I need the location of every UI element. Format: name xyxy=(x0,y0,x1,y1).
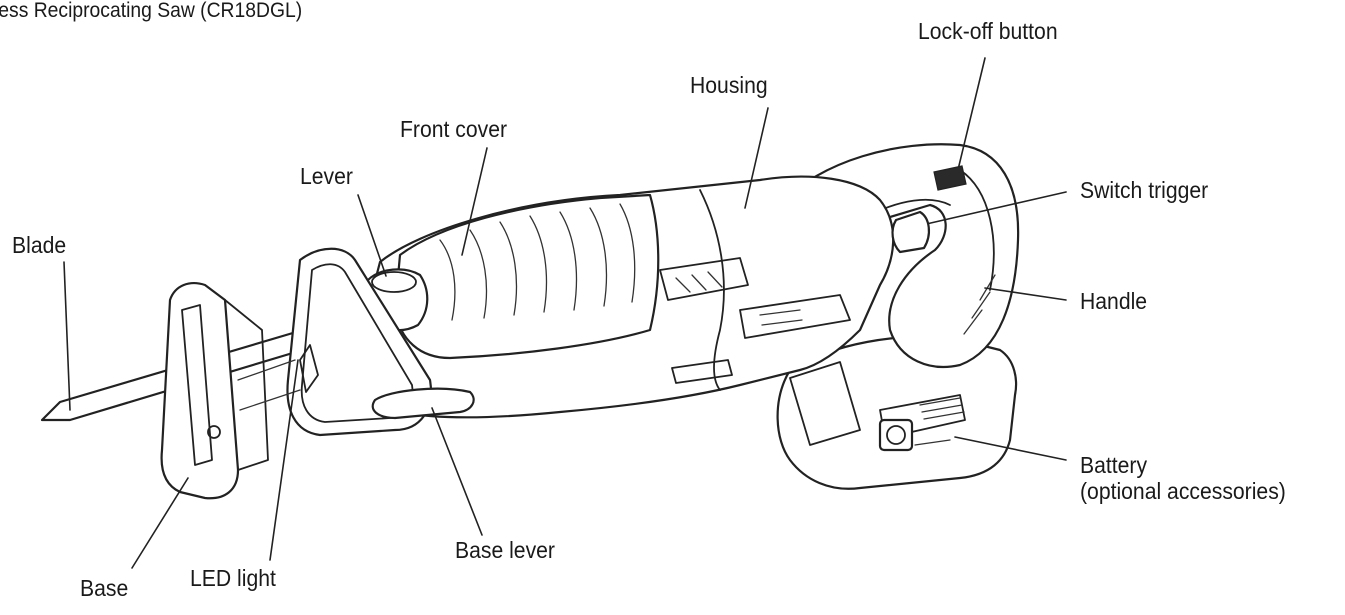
leader-blade xyxy=(64,262,70,410)
label-switch-trigger: Switch trigger xyxy=(1080,177,1208,203)
label-front-cover: Front cover xyxy=(400,116,507,142)
leader-led-light xyxy=(270,360,298,560)
switch-trigger-part xyxy=(893,212,929,252)
leader-base xyxy=(132,478,188,568)
label-led-light: LED light xyxy=(190,565,276,591)
label-handle: Handle xyxy=(1080,288,1147,314)
label-base-lever: Base lever xyxy=(455,537,555,563)
label-lock-off-button: Lock-off button xyxy=(918,18,1058,44)
label-housing: Housing xyxy=(690,72,768,98)
label-lever: Lever xyxy=(300,163,353,189)
leader-lever xyxy=(358,195,386,276)
label-battery: Battery (optional accessories) xyxy=(1080,452,1286,504)
label-base: Base xyxy=(80,575,128,601)
front-cover-part xyxy=(395,195,658,358)
label-battery-line1: Battery xyxy=(1080,452,1286,478)
leader-base-lever xyxy=(432,408,482,535)
label-blade: Blade xyxy=(12,232,66,258)
base-part xyxy=(162,283,300,498)
label-battery-line2: (optional accessories) xyxy=(1080,478,1286,504)
